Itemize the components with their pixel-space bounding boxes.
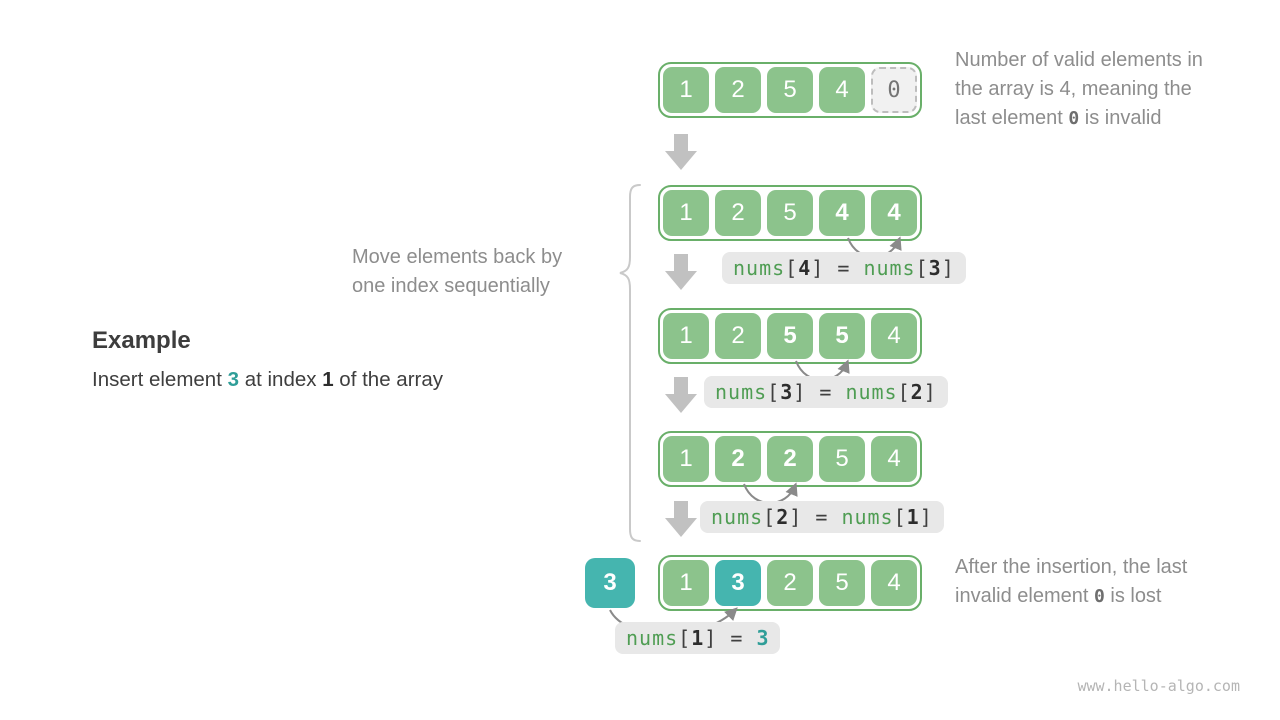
array-cell: 4: [871, 436, 917, 482]
array-cell: 1: [663, 313, 709, 359]
invalid-cell: 0: [871, 67, 917, 113]
note-line: one index sequentially: [352, 275, 550, 297]
code-token: =: [824, 256, 864, 280]
subtitle-text: Insert element: [92, 368, 228, 391]
subtitle-text: of the array: [333, 368, 443, 391]
array-cell: 1: [663, 560, 709, 606]
after-insertion-note: After the insertion, the last invalid ele…: [955, 553, 1187, 611]
code-token: ]: [811, 256, 825, 280]
code-token: 4: [798, 256, 812, 280]
code-token: ]: [941, 256, 955, 280]
down-arrow-icon: [665, 501, 697, 537]
array-cell: 2: [715, 190, 761, 236]
note-line: After the insertion, the last: [955, 556, 1188, 578]
insert-index-text: 1: [322, 368, 334, 391]
watermark: www.hello-algo.com: [1077, 677, 1240, 695]
array-cell-moved: 5: [767, 313, 813, 359]
code-token: [: [678, 626, 692, 650]
array-cell-moved: 4: [819, 190, 865, 236]
code-token: nums: [626, 626, 679, 650]
array-state-initial: 1 2 5 4 0: [658, 62, 922, 118]
array-cell: 4: [871, 560, 917, 606]
code-token: =: [802, 505, 842, 529]
code-token: nums: [841, 505, 894, 529]
array-cell-moved: 4: [871, 190, 917, 236]
array-cell: 1: [663, 190, 709, 236]
note-line: is lost: [1104, 585, 1162, 607]
zero-glyph: 0: [1093, 586, 1105, 607]
code-token: 1: [691, 626, 705, 650]
assignment-label: nums[4] = nums[3]: [722, 252, 966, 284]
code-token: ]: [789, 505, 803, 529]
array-cell-moved: 2: [767, 436, 813, 482]
array-cell: 4: [819, 67, 865, 113]
note-line: is invalid: [1079, 107, 1162, 129]
insert-value-box: 3: [585, 558, 635, 608]
grouping-brace-icon: [619, 184, 641, 542]
code-token: =: [717, 626, 757, 650]
array-state-step1: 1 2 5 4 4: [658, 185, 922, 241]
array-cell-moved: 2: [715, 436, 761, 482]
code-token: 3: [756, 626, 770, 650]
note-line: last element: [955, 107, 1069, 129]
array-cell: 4: [871, 313, 917, 359]
array-cell: 5: [819, 560, 865, 606]
note-line: Move elements back by: [352, 246, 563, 268]
insert-value-text: 3: [227, 368, 239, 391]
array-cell: 5: [767, 190, 813, 236]
code-token: 3: [780, 380, 794, 404]
array-cell-inserted: 3: [715, 560, 761, 606]
assignment-label: nums[1] = 3: [615, 622, 781, 654]
code-token: [: [897, 380, 911, 404]
down-arrow-icon: [665, 134, 697, 170]
code-token: ]: [793, 380, 807, 404]
code-token: ]: [919, 505, 933, 529]
code-token: nums: [733, 256, 786, 280]
code-token: 2: [910, 380, 924, 404]
code-token: =: [806, 380, 846, 404]
code-token: ]: [923, 380, 937, 404]
subtitle-text: at index: [239, 368, 323, 391]
down-arrow-icon: [665, 254, 697, 290]
array-cell: 1: [663, 67, 709, 113]
array-cell: 2: [715, 313, 761, 359]
code-token: ]: [704, 626, 718, 650]
array-cell: 5: [819, 436, 865, 482]
array-state-step2: 1 2 5 5 4: [658, 308, 922, 364]
array-state-final: 1 3 2 5 4: [658, 555, 922, 611]
note-line: Number of valid elements in: [955, 49, 1203, 71]
note-line: invalid element: [955, 585, 1094, 607]
down-arrow-icon: [665, 377, 697, 413]
example-subtitle: Insert element 3 at index 1 of the array: [92, 368, 443, 392]
code-token: [: [767, 380, 781, 404]
zero-glyph: 0: [1068, 108, 1080, 129]
example-heading: Example: [92, 327, 191, 354]
assignment-label: nums[2] = nums[1]: [700, 501, 944, 533]
array-cell: 5: [767, 67, 813, 113]
code-token: [: [763, 505, 777, 529]
code-token: [: [785, 256, 799, 280]
code-token: nums: [715, 380, 768, 404]
code-token: [: [893, 505, 907, 529]
code-token: [: [915, 256, 929, 280]
code-token: 3: [928, 256, 942, 280]
assignment-label: nums[3] = nums[2]: [704, 376, 948, 408]
code-token: nums: [711, 505, 764, 529]
array-cell: 2: [715, 67, 761, 113]
note-line: the array is 4, meaning the: [955, 78, 1192, 100]
code-token: 2: [776, 505, 790, 529]
move-elements-note: Move elements back by one index sequentia…: [352, 243, 562, 301]
array-cell: 2: [767, 560, 813, 606]
code-token: nums: [845, 380, 898, 404]
array-cell: 1: [663, 436, 709, 482]
valid-elements-note: Number of valid elements in the array is …: [955, 46, 1203, 133]
code-token: 1: [906, 505, 920, 529]
code-token: nums: [863, 256, 916, 280]
array-cell-moved: 5: [819, 313, 865, 359]
